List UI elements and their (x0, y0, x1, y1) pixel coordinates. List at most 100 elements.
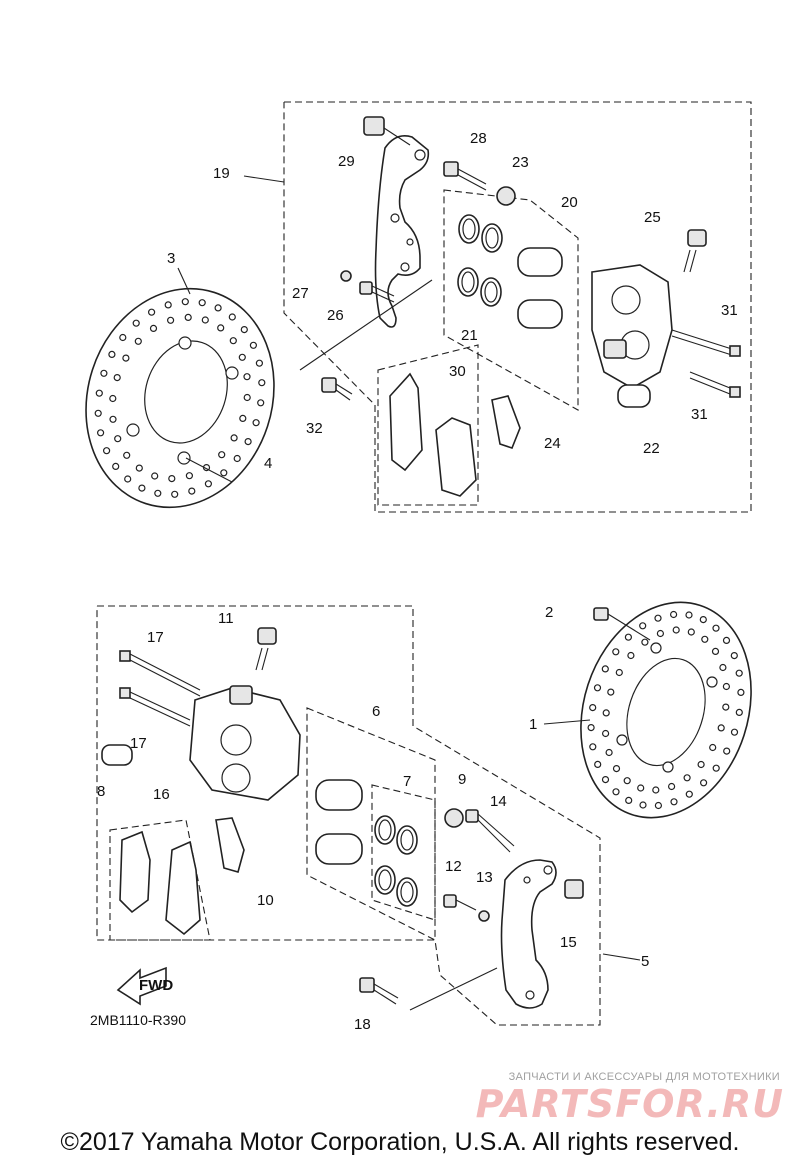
bolt-15 (564, 879, 584, 899)
bolt-12 (443, 894, 477, 911)
boot-22 (617, 384, 651, 408)
copyright-text: ©2017 Yamaha Motor Corporation, U.S.A. A… (60, 1128, 740, 1156)
caliper-bracket-lower (500, 859, 557, 1009)
disc-vent-hole (171, 490, 179, 498)
disc-vent-hole (119, 333, 127, 342)
brake-pads-upper (389, 372, 477, 497)
pin-14 (465, 809, 515, 853)
disc-vent-hole (735, 708, 743, 717)
bolt-29 (363, 116, 411, 146)
disc-vent-hole (685, 611, 693, 619)
disc-vent-hole (149, 324, 158, 332)
callout-18: 18 (354, 1016, 371, 1033)
disc-vent-hole (258, 379, 266, 387)
disc-vent-hole (148, 308, 156, 316)
seals-21 (457, 214, 503, 307)
disc-vent-hole (737, 688, 745, 697)
disc-vent-hole (712, 624, 720, 632)
disc-vent-hole (95, 389, 103, 397)
callout-31a: 31 (721, 302, 738, 319)
fwd-arrow-icon: FWD (116, 966, 173, 1006)
disc-vent-hole (218, 451, 226, 459)
disc-vent-hole (132, 319, 140, 327)
callout-1: 1 (529, 716, 537, 733)
disc-vent-hole (730, 728, 739, 736)
bolt-26 (359, 281, 395, 303)
disc-vent-hole (138, 484, 146, 492)
callout-24: 24 (544, 435, 561, 452)
callout-16: 16 (153, 786, 170, 803)
disc-vent-hole (654, 614, 662, 622)
disc-vent-hole (656, 629, 665, 638)
disc-vent-hole (198, 299, 206, 307)
disc-vent-hole (612, 764, 621, 773)
callout-23: 23 (512, 154, 529, 171)
caliper-bracket-upper (374, 135, 430, 328)
disc-vent-hole (181, 298, 189, 306)
disc-vent-hole (220, 469, 228, 477)
disc-vent-hole (654, 801, 663, 810)
disc-vent-hole (214, 304, 222, 312)
callout-9: 9 (458, 771, 466, 788)
disc-vent-hole (135, 464, 143, 472)
disc-vent-hole (701, 635, 709, 643)
callout-29: 29 (338, 153, 355, 170)
pins-31 (671, 329, 741, 398)
disc-vent-hole (709, 743, 717, 752)
disc-vent-hole (109, 394, 117, 403)
disc-vent-hole (722, 682, 731, 691)
disc-vent-hole (243, 393, 251, 402)
pins-17 (119, 650, 201, 727)
disc-vent-hole (228, 313, 236, 321)
disc-vent-hole (712, 764, 720, 772)
shim-24 (491, 395, 521, 449)
disc-vent-hole (601, 775, 610, 784)
disc-vent-hole (639, 801, 647, 809)
disc-vent-hole (607, 688, 615, 696)
disc-vent-hole (229, 337, 237, 345)
disc-vent-hole (719, 663, 727, 672)
washer-27 (340, 270, 352, 282)
callout-14: 14 (490, 793, 507, 810)
disc-vent-hole (167, 316, 175, 324)
disc-vent-hole (239, 414, 247, 422)
disc-vent-hole (185, 472, 193, 480)
disc-vent-hole (615, 668, 623, 677)
boot-8 (101, 744, 133, 766)
callout-22: 22 (643, 440, 660, 457)
bleed-screw-11 (255, 627, 277, 671)
caliper-body-lower (189, 685, 301, 801)
callout-25: 25 (644, 209, 661, 226)
disc-vent-hole (134, 337, 142, 345)
watermark-subtitle: ЗАПЧАСТИ И АКСЕССУАРЫ ДЛЯ МОТОТЕХНИКИ (508, 1071, 780, 1083)
disc-vent-hole (602, 709, 610, 717)
lower-assembly: FWD 2MB1110-R390 (90, 601, 752, 1028)
callout-17a: 17 (147, 629, 164, 646)
disc-vent-hole (683, 774, 691, 782)
bleed-screw-25 (683, 229, 707, 273)
callout-11: 11 (218, 610, 234, 627)
disc-vent-hole (188, 487, 196, 495)
disc-vent-hole (589, 743, 597, 751)
disc-vent-hole (672, 626, 680, 634)
disc-vent-hole (96, 429, 105, 437)
disc-vent-hole (711, 647, 720, 656)
callout-19: 19 (213, 165, 230, 182)
disc-vent-hole (685, 790, 693, 798)
upper-assembly (85, 101, 752, 513)
disc-vent-hole (601, 665, 609, 673)
disc-vent-hole (625, 796, 633, 805)
disc-vent-hole (730, 651, 738, 660)
bolt-18 (359, 977, 399, 1005)
callout-30: 30 (449, 363, 466, 380)
disc-vent-hole (623, 777, 631, 785)
disc-vent-hole (233, 454, 241, 463)
disc-vent-hole (601, 729, 610, 738)
disc-vent-hole (112, 462, 120, 470)
disc-vent-hole (124, 475, 132, 483)
disc-vent-hole (589, 703, 597, 712)
disc-vent-hole (637, 784, 645, 792)
callout-32: 32 (306, 420, 323, 437)
callout-20: 20 (561, 194, 578, 211)
disc-vent-hole (240, 326, 248, 334)
